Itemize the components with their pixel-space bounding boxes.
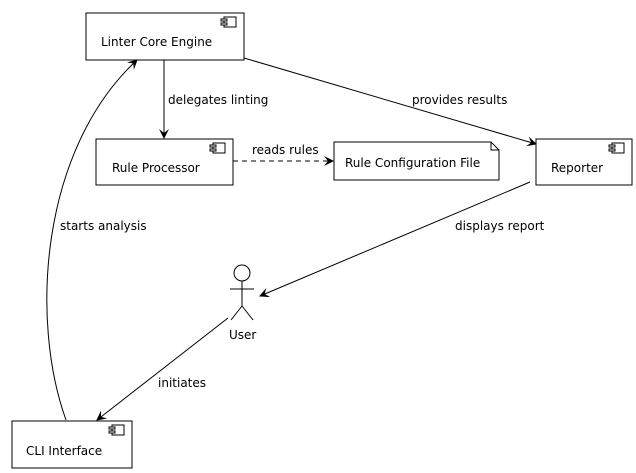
component-reporter[interactable]: Reporter: [535, 138, 633, 186]
edge-initiates: initiates: [96, 317, 229, 421]
actor-label: User: [229, 328, 256, 342]
edge-label-reads-rules: reads rules: [252, 143, 319, 157]
edge-label-starts-analysis: starts analysis: [60, 219, 147, 233]
file-label: Rule Configuration File: [345, 156, 480, 170]
stick-figure-icon: [230, 264, 254, 321]
file-rule-configuration[interactable]: Rule Configuration File: [333, 141, 500, 181]
component-label: CLI Interface: [26, 444, 102, 458]
starts-analysis-arrow: [46, 59, 138, 421]
component-label: Reporter: [551, 161, 603, 175]
component-label: Rule Processor: [112, 161, 200, 175]
edge-provides-results: provides results: [243, 57, 537, 147]
edge-label-initiates: initiates: [158, 376, 206, 390]
displays-report-arrow: [259, 181, 531, 298]
component-icon: [108, 424, 125, 436]
component-icon: [209, 142, 226, 154]
component-icon: [608, 142, 625, 154]
edge-label-provides-results: provides results: [412, 93, 507, 107]
component-rule-processor[interactable]: Rule Processor: [95, 138, 234, 186]
component-label: Linter Core Engine: [101, 35, 212, 49]
provides-results-arrow: [243, 57, 537, 147]
component-linter-core-engine[interactable]: Linter Core Engine: [85, 12, 245, 61]
actor-user[interactable]: User: [229, 264, 256, 342]
file-corner-fold: [490, 142, 499, 151]
component-cli-interface[interactable]: CLI Interface: [11, 420, 133, 469]
component-icon: [220, 16, 237, 28]
edge-label-displays-report: displays report: [455, 219, 545, 233]
edge-label-delegates: delegates linting: [168, 93, 268, 107]
initiates-arrow: [96, 317, 229, 421]
edge-delegates-linting: delegates linting: [159, 60, 268, 139]
edge-displays-report: displays report: [259, 181, 545, 298]
edge-starts-analysis: starts analysis: [46, 59, 147, 421]
edge-reads-rules: reads rules: [233, 143, 334, 166]
